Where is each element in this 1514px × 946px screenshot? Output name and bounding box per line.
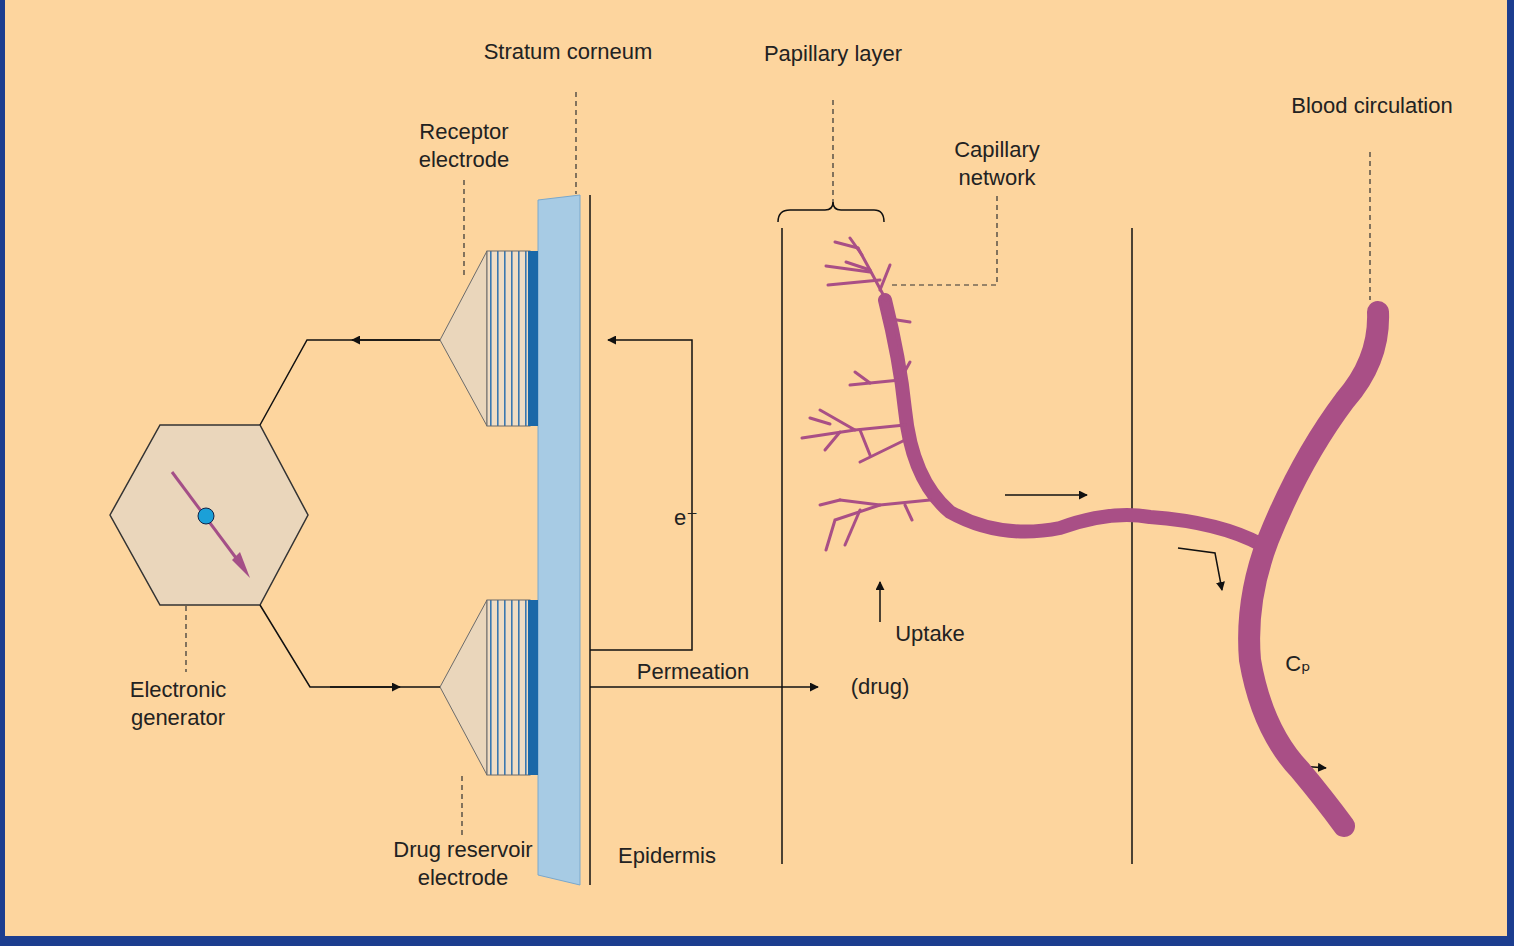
part-label: Blood circulation — [1287, 92, 1457, 120]
concentration-label: Cₚ — [1278, 650, 1318, 678]
charge-label: e⁻ — [666, 504, 706, 532]
process-label: Uptake — [880, 620, 980, 648]
process-label: Permeation — [608, 658, 778, 686]
part-label: Electronic generator — [88, 676, 268, 732]
part-label: Drug reservoir electrode — [393, 836, 533, 892]
layer-label: Epidermis — [597, 842, 737, 870]
layer-label: Papillary layer — [763, 40, 903, 68]
part-label: Capillary network — [917, 136, 1077, 192]
substance-label: (drug) — [835, 673, 925, 701]
part-label: Receptor electrode — [384, 118, 544, 174]
layer-label: Stratum corneum — [458, 38, 678, 66]
